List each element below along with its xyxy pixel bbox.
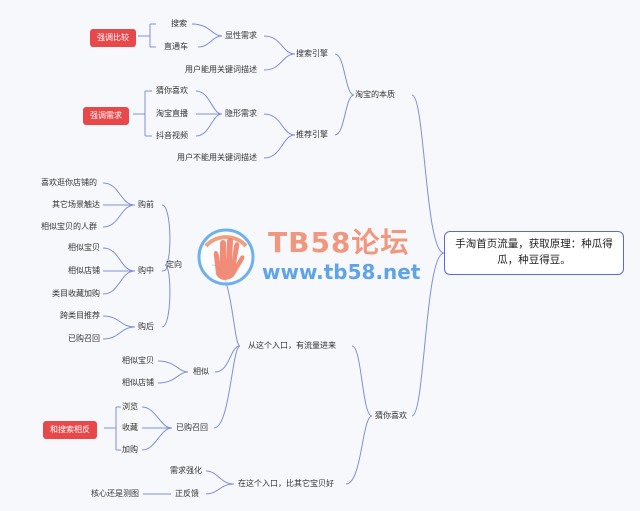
node-search[interactable]: 搜索 [171, 19, 187, 28]
node-guess-you-like-main[interactable]: 猜你喜欢 [375, 411, 407, 420]
connector [161, 264, 171, 328]
tag-opposite-of-search[interactable]: 和搜索相反 [43, 421, 97, 439]
connector [263, 53, 296, 71]
connector [263, 113, 296, 136]
node-pre-purchase[interactable]: 购前 [138, 200, 154, 209]
tag-emphasize-demand[interactable]: 强调需求 [83, 107, 129, 125]
connector [102, 326, 136, 340]
node-douyin-video[interactable]: 抖音视频 [156, 131, 188, 140]
connector [334, 94, 355, 136]
node-keyword-describable[interactable]: 用户能用关键词描述 [185, 65, 257, 74]
node-similar-item-crowd[interactable]: 相似宝贝的人群 [41, 222, 97, 231]
connector [197, 35, 223, 48]
connector [102, 270, 136, 295]
node-purchased-recall-sub[interactable]: 已购召回 [68, 334, 100, 343]
node-similar[interactable]: 相似 [193, 367, 209, 376]
watermark-url: www.tb58.net [262, 260, 421, 284]
connector [263, 35, 296, 55]
node-favorite[interactable]: 收藏 [122, 423, 138, 432]
root-node[interactable]: 手淘首页流量，获取原理：种瓜得瓜，种豆得豆。 [444, 231, 624, 275]
connector [102, 204, 136, 228]
tag-emphasize-compare[interactable]: 强调比较 [90, 29, 136, 47]
connector [102, 247, 136, 272]
node-post-purchase[interactable]: 购后 [138, 322, 154, 331]
connector [157, 371, 189, 384]
node-similar-shop[interactable]: 相似店铺 [122, 378, 154, 387]
node-mid-purchase[interactable]: 购中 [138, 266, 154, 275]
node-search-engine[interactable]: 搜索引擎 [296, 49, 328, 58]
connector [161, 204, 171, 266]
node-similar-item[interactable]: 相似宝贝 [122, 356, 154, 365]
node-taobao-live[interactable]: 淘宝直播 [156, 109, 188, 118]
node-like-your-shop[interactable]: 喜欢逛你店铺的 [41, 178, 97, 187]
node-browse[interactable]: 浏览 [122, 402, 138, 411]
node-better-than-others[interactable]: 在这个入口，比其它宝贝好 [238, 479, 334, 488]
connector [334, 53, 355, 96]
connector [191, 23, 223, 37]
connector [213, 345, 241, 429]
connector [411, 94, 445, 254]
connector [157, 360, 189, 373]
node-keyword-indescribable[interactable]: 用户不能用关键词描述 [177, 153, 257, 162]
node-guess-you-like[interactable]: 猜你喜欢 [156, 86, 188, 95]
connector [141, 406, 173, 429]
node-other-scenes[interactable]: 其它场景触达 [52, 200, 100, 209]
connector [345, 415, 373, 485]
connector [205, 470, 235, 485]
watermark-title: TB58论坛 [268, 226, 410, 259]
node-add-cart[interactable]: 加购 [122, 445, 138, 454]
node-category-fav-cart[interactable]: 类目收藏加购 [52, 289, 100, 298]
connector [102, 182, 136, 206]
node-positive-feedback[interactable]: 正反馈 [175, 489, 199, 498]
node-cross-category[interactable]: 跨类目推荐 [60, 311, 100, 320]
node-similar-shops[interactable]: 相似店铺 [68, 266, 100, 275]
connector [263, 134, 296, 159]
connector [351, 345, 373, 417]
node-explicit-demand[interactable]: 显性需求 [225, 31, 257, 40]
node-similar-items[interactable]: 相似宝贝 [68, 243, 100, 252]
node-implicit-demand[interactable]: 隐形需求 [225, 109, 257, 118]
connector [141, 427, 173, 451]
node-taobao-essence[interactable]: 淘宝的本质 [355, 90, 395, 99]
connector [104, 406, 121, 451]
node-ztc[interactable]: 直通车 [164, 42, 188, 51]
connector [102, 315, 136, 328]
connector [195, 113, 223, 137]
connector [214, 345, 241, 373]
connector [205, 483, 235, 495]
node-purchased-recall[interactable]: 已购召回 [176, 423, 208, 432]
node-demand-reinforce[interactable]: 需求强化 [170, 466, 202, 475]
connector [133, 90, 152, 137]
node-core-test-image[interactable]: 核心还是测图 [91, 489, 139, 498]
node-recommend-engine[interactable]: 推荐引擎 [296, 130, 328, 139]
connector [411, 252, 445, 417]
node-traffic-entry[interactable]: 从这个入口，有流量进来 [248, 341, 336, 350]
connector [211, 264, 241, 347]
node-targeting[interactable]: 定向 [166, 260, 182, 269]
connector [138, 23, 156, 48]
connector [195, 90, 223, 115]
